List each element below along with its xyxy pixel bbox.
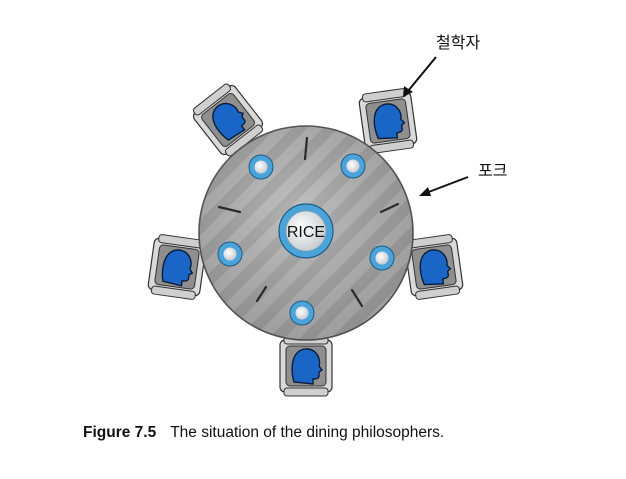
rice-label: RICE (287, 224, 325, 241)
philosopher-bottom (279, 335, 333, 397)
arrow-head-icon (419, 187, 431, 196)
plate (369, 245, 395, 271)
fork-label: 포크 (478, 161, 507, 180)
plate (248, 154, 274, 180)
philosopher-label: 철학자 (436, 33, 480, 52)
figure-number: Figure 7.5 (83, 424, 157, 441)
rice-bowl: RICE (278, 203, 334, 259)
fork (350, 288, 364, 308)
philosopher-annotation: 철학자 (403, 33, 480, 97)
plate (217, 241, 243, 267)
fork (303, 136, 309, 161)
arrow-head-icon (403, 86, 413, 97)
plate (340, 153, 366, 179)
figure-caption-text: The situation of the dining philosophers… (170, 424, 445, 441)
fork (255, 285, 268, 303)
plate (289, 300, 315, 326)
forks (217, 136, 400, 308)
plates (217, 153, 395, 326)
figure-caption: Figure 7.5 The situation of the dining ph… (83, 424, 603, 442)
fork (217, 205, 242, 214)
fork (379, 202, 400, 214)
philosopher-left (146, 232, 208, 302)
fork-annotation: 포크 (419, 161, 507, 196)
